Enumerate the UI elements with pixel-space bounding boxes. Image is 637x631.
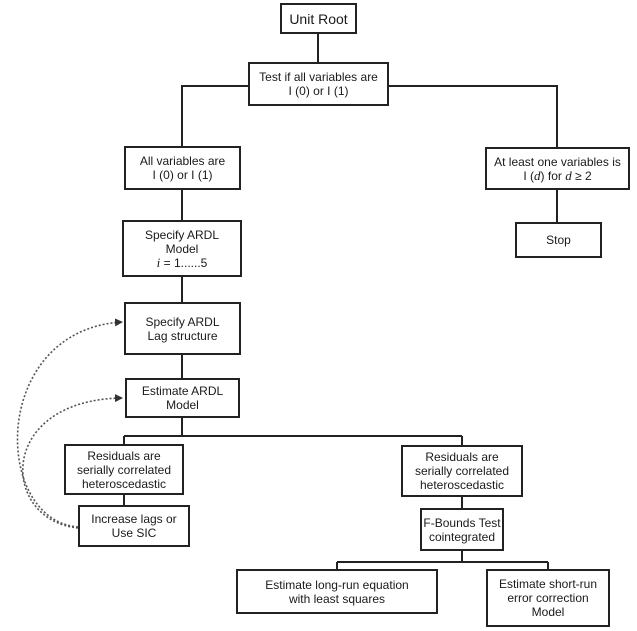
long-run-box: Estimate long-run equation with least sq… [236, 569, 438, 614]
specify-lag-line-1: Specify ARDL [145, 314, 220, 329]
specify-lag-line-2: Lag structure [147, 328, 218, 343]
at-least-one-line-1: At least one variables is [494, 154, 621, 169]
connector-fbounds-branch [336, 551, 549, 569]
short-run-line-1: Estimate short-run [498, 577, 598, 591]
test-order-box: Test if all variables are I (0) or I (1) [248, 62, 389, 106]
residuals-left-line-2: serially correlated [76, 462, 172, 477]
residuals-right-box: Residuals are serially correlated hetero… [401, 445, 523, 497]
long-run-line-1: Estimate long-run equation [265, 577, 409, 592]
feedback-arrow-to-estimate [22, 394, 123, 529]
fbounds-line-1: F-Bounds Test [423, 515, 501, 530]
estimate-ardl-box: Estimate ARDL Model [125, 378, 240, 418]
estimate-ardl-line-1: Estimate ARDL [141, 384, 224, 398]
long-run-line-2: with least squares [288, 591, 386, 606]
short-run-box: Estimate short-run error correction Mode… [486, 569, 610, 627]
all-variables-line-1: All variables are [139, 154, 226, 168]
all-variables-line-2: I (0) or I (1) [152, 168, 213, 182]
increase-lags-box: Increase lags or Use SIC [78, 505, 190, 547]
increase-lags-line-1: Increase lags or [91, 512, 177, 526]
specify-model-line-3: i = 1......5 [156, 254, 208, 270]
short-run-line-3: Model [531, 605, 565, 619]
residuals-left-line-3: heteroscedastic [81, 476, 167, 491]
all-variables-box: All variables are I (0) or I (1) [124, 146, 241, 190]
unit-root-label: Unit Root [289, 10, 348, 27]
specify-model-box: Specify ARDL Model i = 1......5 [122, 220, 242, 277]
stop-label: Stop [546, 233, 571, 247]
test-order-line-2: I (0) or I (1) [288, 84, 349, 98]
unit-root-box: Unit Root [280, 3, 357, 34]
test-order-line-1: Test if all variables are [259, 70, 378, 84]
at-least-one-line-2: I (d) for d ≥ 2 [523, 167, 592, 183]
residuals-right-line-2: serially correlated [414, 464, 510, 478]
estimate-ardl-line-2: Model [166, 398, 199, 412]
specify-model-line-2: Model [165, 241, 199, 256]
connector-estimate-branch [123, 418, 463, 445]
stop-box: Stop [515, 222, 602, 258]
fbounds-line-2: cointegrated [428, 529, 496, 544]
residuals-left-line-1: Residuals are [87, 448, 161, 463]
residuals-right-line-3: heteroscedastic [419, 478, 505, 492]
specify-lag-box: Specify ARDL Lag structure [124, 302, 241, 355]
specify-model-line-1: Specify ARDL [144, 227, 220, 242]
feedback-arrow-to-lag [16, 318, 123, 528]
residuals-right-line-1: Residuals are [425, 450, 499, 464]
residuals-left-box: Residuals are serially correlated hetero… [64, 444, 184, 495]
at-least-one-box: At least one variables is I (d) for d ≥ … [485, 147, 630, 190]
connector-test-branch [181, 85, 558, 147]
increase-lags-line-2: Use SIC [111, 526, 157, 540]
short-run-line-2: error correction [507, 591, 589, 605]
fbounds-box: F-Bounds Test cointegrated [420, 508, 504, 551]
